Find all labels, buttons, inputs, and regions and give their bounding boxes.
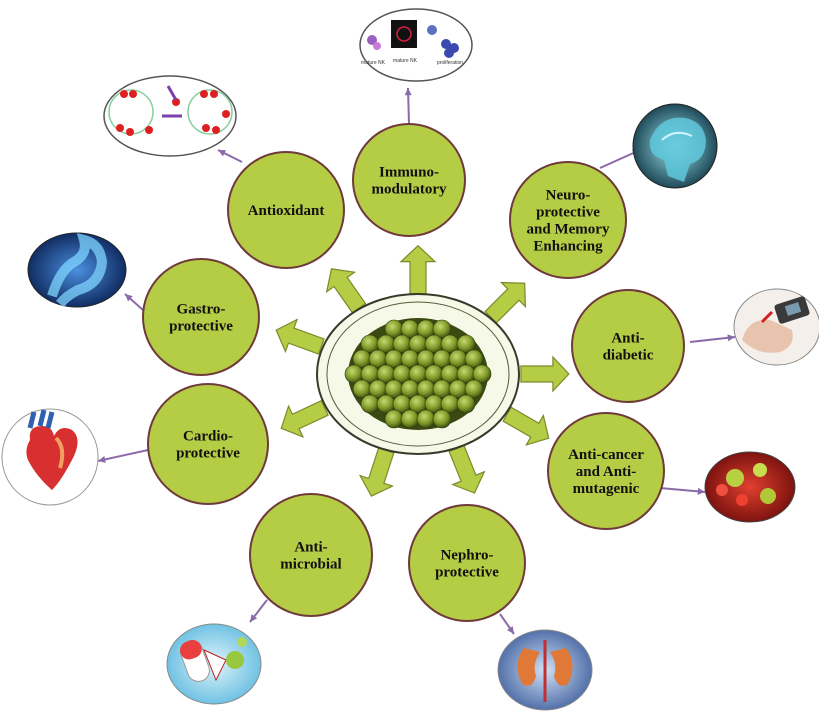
node-label: diabetic [603, 348, 654, 364]
node-antimicrobial: Anti-microbial [249, 493, 373, 617]
connector-arrowhead [727, 334, 735, 342]
radial-arrow [358, 447, 395, 497]
radial-arrow [280, 399, 329, 439]
node-label: Anti- [611, 331, 644, 347]
node-circle [249, 493, 373, 617]
connector-arrowhead [218, 150, 226, 157]
node-label: Nephro- [440, 548, 493, 564]
node-label: Antioxidant [248, 203, 325, 219]
radial-arrow [325, 268, 367, 314]
amla-fruits-image [344, 318, 492, 430]
radial-arrow [399, 244, 437, 295]
radial-arrows [275, 244, 570, 497]
connector-lines [97, 87, 736, 635]
node-label: protective [176, 446, 240, 462]
connector-arrowhead [250, 614, 258, 622]
microbe-pill-icon [166, 623, 262, 705]
radial-arrow [275, 318, 325, 355]
node-gastroprotective: Gastro-protective [142, 258, 260, 376]
radial-arrow [502, 406, 550, 446]
radial-arrow [484, 281, 527, 324]
stomach-icon [27, 232, 127, 308]
node-circle [142, 258, 260, 376]
connector-arrowhead [98, 456, 106, 463]
node-circle [227, 151, 345, 269]
node-circle [147, 383, 269, 505]
node-antidiabetic: Anti-diabetic [571, 289, 685, 403]
node-label: Cardio- [183, 429, 233, 445]
node-label: protective [169, 319, 233, 335]
connector-line [659, 487, 706, 493]
connector-arrowhead [125, 294, 133, 302]
node-circle [547, 412, 665, 530]
node-label: Neuro- [546, 188, 591, 204]
node-circle [509, 161, 627, 279]
svg-text:proliferation: proliferation [437, 60, 463, 66]
connector-line [97, 449, 149, 462]
svg-text:mature NK: mature NK [361, 60, 386, 66]
connector-arrowhead [507, 626, 514, 634]
immune-cells-diagram: mature NK mature NK proliferation [359, 8, 473, 82]
node-circle [352, 123, 466, 237]
heart-icon [1, 408, 99, 506]
radial-arrow [520, 355, 570, 393]
node-label: protective [435, 565, 499, 581]
connector-arrowhead [697, 487, 705, 495]
node-label: and Anti- [576, 464, 636, 480]
node-nephroprotective: Nephro-protective [408, 504, 526, 622]
node-label: microbial [280, 557, 341, 573]
node-immunomodulatory: Immuno-modulatory [352, 123, 466, 237]
node-label: Immuno- [379, 165, 439, 181]
node-circle [571, 289, 685, 403]
node-label: Anti- [294, 540, 327, 556]
node-label: Enhancing [533, 239, 603, 255]
radial-arrow [448, 444, 486, 494]
brain-mri-icon [632, 103, 718, 189]
cancer-cells-icon [704, 451, 796, 523]
node-label: Gastro- [177, 302, 226, 318]
node-antioxidant: Antioxidant [227, 151, 345, 269]
connector-line [689, 336, 736, 343]
node-label: mutagenic [573, 481, 640, 497]
node-label: Anti-cancer [568, 447, 644, 463]
glucose-meter-icon [733, 288, 819, 366]
node-label: modulatory [372, 182, 448, 198]
kidney-icon [497, 629, 593, 711]
node-label: and Memory [527, 222, 610, 238]
node-cardioprotective: Cardio-protective [147, 383, 269, 505]
free-radical-diagram [103, 75, 237, 157]
svg-text:mature NK: mature NK [393, 58, 418, 64]
node-circle [408, 504, 526, 622]
connector-arrowhead [404, 88, 412, 96]
center-amla [316, 293, 520, 455]
node-label: protective [536, 205, 600, 221]
